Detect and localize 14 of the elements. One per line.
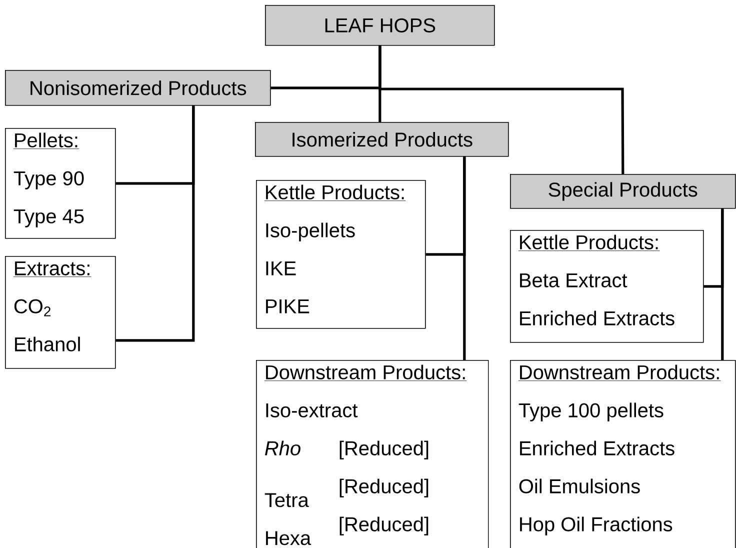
product-list-box: Kettle Products: Iso-pellets IKE PIKE (256, 180, 426, 329)
connector-line (116, 106, 195, 342)
category-box: LEAF HOPS (265, 5, 495, 46)
category-box: Isomerized Products (255, 122, 509, 157)
product-list-box: Extracts: CO$_{2}$ Ethanol (5, 256, 116, 369)
connector-line (463, 156, 466, 360)
product-list-box: Pellets: Type 90 Type 45 (5, 128, 116, 239)
connector-line (721, 208, 724, 360)
product-list-box: Downstream Products: Type 100 pellets Enriched Extracts Oil Emulsions Hop Oil Fractions (510, 360, 736, 548)
connector-line (378, 46, 624, 174)
category-box: Special Products (510, 174, 736, 209)
product-list-box: Downstream Products: Iso-extract Rho [Reduced] Tetra [Reduced] Hexa [Reduced] (256, 360, 489, 548)
category-box: Nonisomerized Products (5, 70, 271, 106)
product-list-box: Kettle Products: Beta Extract Enriched Extracts (510, 230, 704, 343)
